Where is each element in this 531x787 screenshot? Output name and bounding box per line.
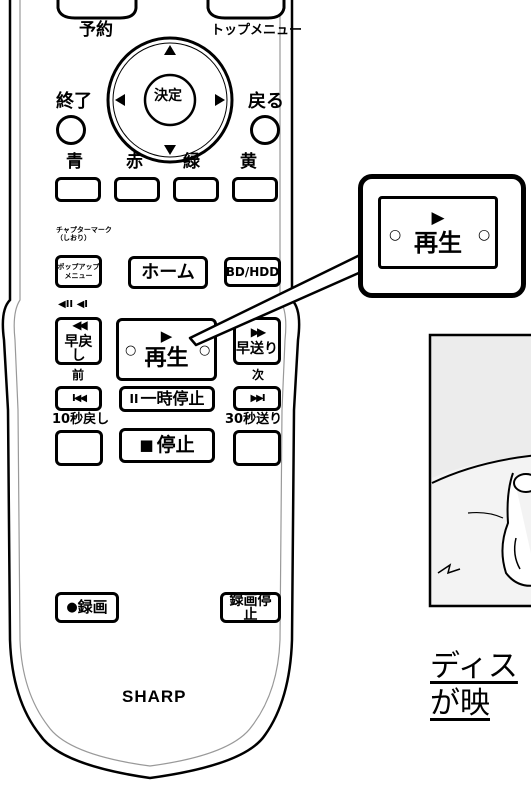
callout-play-icon: ▶ — [431, 208, 445, 228]
fast-forward-icon: ▶▶ — [250, 325, 267, 339]
yellow-button[interactable] — [232, 177, 278, 202]
stop-label: 停止 — [156, 434, 195, 456]
blue-button[interactable] — [55, 177, 101, 202]
tactile-dot-icon: ○ — [125, 343, 137, 358]
callout-play-button: ▶ 再生 — [378, 196, 498, 269]
left-arrow-icon[interactable] — [115, 94, 125, 106]
stop-button[interactable]: ■ 停止 — [119, 428, 215, 463]
bd-hdd-button[interactable]: BD/HDD — [224, 257, 281, 287]
exit-label: 終了 — [56, 91, 92, 112]
fast-forward-label: 早送り — [236, 341, 278, 357]
stop-icon: ■ — [139, 436, 154, 454]
yellow-label: 黄 — [240, 152, 257, 172]
skip-forward-button[interactable] — [233, 430, 281, 466]
down-arrow-icon[interactable] — [164, 145, 176, 155]
popup-menu-button[interactable]: （ポップアップ） メニュー — [51, 255, 107, 288]
back-label: 戻る — [248, 91, 284, 112]
callout-play-label: 再生 — [414, 229, 462, 257]
skip-previous-icon: I◀◀ — [71, 392, 87, 404]
play-label: 再生 — [144, 346, 189, 371]
tactile-dot-icon: ○ — [478, 227, 491, 243]
skip-next-icon: ▶▶I — [250, 392, 265, 404]
green-button[interactable] — [173, 177, 219, 202]
home-button[interactable]: ホーム — [128, 256, 208, 289]
prev-label: 前 — [72, 368, 85, 382]
play-button[interactable]: ▶ 再生 — [116, 318, 217, 381]
top-menu-label: トップメニュー — [211, 23, 303, 38]
reserve-label: 予約 — [79, 20, 113, 40]
record-button[interactable]: ● 録画 — [55, 592, 119, 623]
play-icon: ▶ — [160, 327, 173, 345]
up-arrow-icon[interactable] — [164, 45, 176, 55]
next-button[interactable]: ▶▶I — [233, 386, 281, 411]
instruction-line-2: が映 — [430, 686, 490, 721]
record-icon: ● — [66, 600, 78, 615]
fast-forward-button[interactable]: ▶▶ 早送り — [233, 317, 281, 365]
instruction-line-1: ディス — [430, 649, 518, 684]
pause-icon: II — [129, 392, 139, 406]
back-button[interactable] — [250, 115, 280, 145]
red-button[interactable] — [114, 177, 160, 202]
exit-button[interactable] — [56, 115, 86, 145]
rewind-icon: ◀◀ — [72, 318, 88, 332]
next-label: 次 — [252, 368, 265, 382]
tactile-dot-icon: ○ — [389, 227, 402, 243]
rewind-label: 早戻し — [64, 334, 93, 364]
record-label: 録画 — [77, 598, 108, 616]
record-stop-button[interactable]: 録画停止 — [220, 592, 281, 623]
skip-back-button[interactable] — [55, 430, 103, 466]
prev-button[interactable]: I◀◀ — [55, 386, 102, 411]
enter-label: 決定 — [154, 88, 182, 104]
rewind-button[interactable]: ◀◀ 早戻し — [55, 317, 102, 365]
slow-labels: ◀II ◀I — [58, 299, 89, 310]
tv-screen-illustration — [428, 333, 531, 608]
pause-label: 一時停止 — [140, 389, 205, 408]
green-label: 緑 — [183, 152, 200, 172]
record-stop-label: 録画停止 — [229, 592, 272, 623]
skip-forward-label: 30秒送り — [225, 412, 283, 427]
chapter-mark-label: チャプターマーク （しおり） — [56, 226, 112, 243]
brand-logo: SHARP — [122, 687, 187, 706]
red-label: 赤 — [126, 152, 143, 172]
blue-label: 青 — [66, 152, 83, 172]
right-arrow-icon[interactable] — [215, 94, 225, 106]
pause-button[interactable]: II 一時停止 — [119, 386, 215, 412]
tactile-dot-icon: ○ — [199, 343, 211, 358]
skip-back-label: 10秒戻し — [52, 412, 110, 427]
dpad[interactable] — [100, 35, 240, 165]
